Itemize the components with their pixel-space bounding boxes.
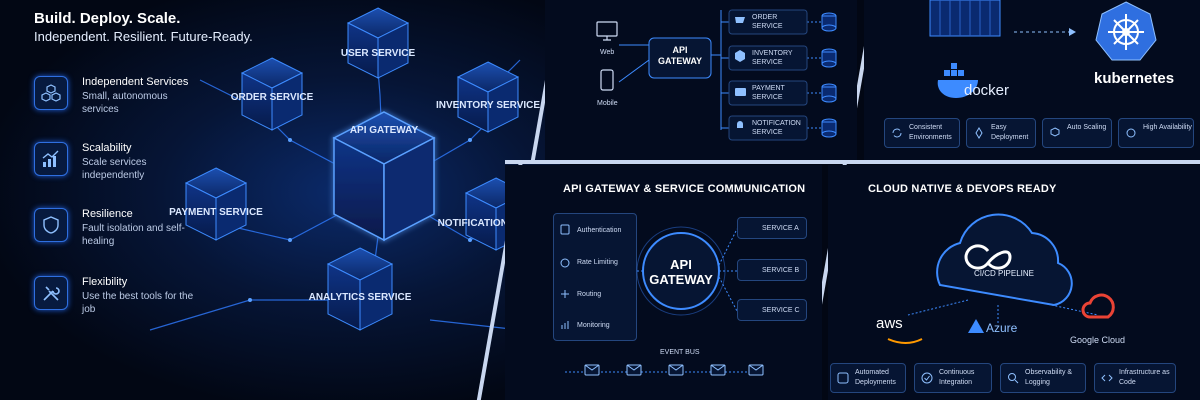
notification-cube-label: NOTIFICATION SERVICE: [438, 218, 555, 229]
service-label: INVENTORY SERVICE: [752, 50, 793, 66]
lock-icon: [560, 224, 570, 235]
feature-card: Continuous Integration: [914, 363, 992, 393]
feature-title: Scalability: [82, 142, 132, 154]
service-label: NOTIFICATION SERVICE: [752, 120, 801, 136]
payment-cube: [184, 167, 248, 241]
service-label: PAYMENT SERVICE: [752, 85, 785, 101]
card-icon: [735, 88, 746, 96]
rocket-icon: [975, 127, 983, 139]
feature-desc: Small, autonomous services: [82, 91, 168, 115]
function-label: Routing: [577, 291, 602, 298]
container-diagram: [929, 0, 1157, 98]
comm-diagram: [560, 224, 765, 376]
phone-icon: [600, 69, 614, 91]
cloud-native-panel: CLOUD NATIVE & DEVOPS READY CI/CD PIPELI…: [828, 165, 1200, 400]
shield-icon: [34, 208, 68, 242]
aws-label: aws: [876, 315, 903, 332]
client-mobile-label: Mobile: [597, 100, 618, 107]
aws-smile-icon: [887, 338, 923, 344]
client-web-label: Web: [600, 49, 615, 56]
order-cube: [240, 57, 304, 131]
cubes-icon: [1050, 127, 1060, 137]
deploy-icon: [837, 372, 849, 384]
network-icon: [1126, 128, 1136, 138]
feature-card: Observability & Logging: [1000, 363, 1086, 393]
user-cube: [346, 7, 410, 79]
microservices-hero-panel: Build. Deploy. Scale. Independent. Resil…: [0, 0, 560, 400]
cloud-diagram: [887, 213, 1115, 344]
feature-card: Easy Deployment: [966, 118, 1036, 148]
code-icon: [1101, 374, 1113, 382]
api-comm-panel: API GATEWAY & SERVICE COMMUNICATION Auth…: [505, 165, 822, 400]
cubes-icon: [34, 76, 68, 110]
gateway-box: [648, 37, 712, 79]
cloud-icon: [936, 213, 1073, 307]
magnifier-icon: [1008, 373, 1019, 384]
azure-label: Azure: [986, 321, 1018, 335]
infinity-icon: [964, 244, 1012, 270]
function-label: Authentication: [577, 227, 622, 234]
panel-title: CLOUD NATIVE & DEVOPS READY: [868, 183, 1057, 195]
docker-label: docker: [964, 82, 1010, 99]
google-cloud-icon: [1081, 293, 1115, 319]
kubernetes-label: kubernetes: [1094, 70, 1175, 87]
inventory-cube-label: INVENTORY SERVICE: [436, 100, 540, 111]
feature-desc: Fault isolation and self-healing: [82, 223, 185, 247]
message-icons: [584, 364, 764, 376]
function-label: Monitoring: [577, 322, 610, 329]
microservices-cube-diagram: API GATEWAY ORDER SERVICE USER SERVICE I…: [149, 7, 560, 341]
feature-desc: Use the best tools for the job: [82, 291, 194, 315]
gateway-circle-label: API GATEWAY: [649, 257, 713, 287]
order-cube-label: ORDER SERVICE: [231, 92, 314, 103]
service-box: SERVICE C: [737, 299, 807, 321]
feature-desc: Scale services independently: [82, 157, 147, 181]
hero-title: Build. Deploy. Scale.: [34, 10, 181, 27]
azure-icon: [968, 319, 984, 333]
growth-chart-icon: [34, 142, 68, 176]
feature-card: Auto Scaling: [1042, 118, 1112, 148]
service-box: SERVICE B: [737, 259, 807, 281]
inventory-cube: [456, 61, 520, 133]
api-gateway-cube-label: API GATEWAY: [350, 125, 419, 136]
google-cloud-label: Google Cloud: [1070, 335, 1126, 345]
container-stack: [929, 0, 1001, 37]
monitor-icon: [596, 21, 618, 41]
analytics-cube: [326, 247, 394, 331]
refresh-icon: [892, 128, 902, 138]
api-gateway-cube: [332, 111, 436, 242]
payment-cube-label: PAYMENT SERVICE: [169, 207, 263, 218]
tools-icon: [34, 276, 68, 310]
gateway-label: API GATEWAY: [657, 45, 702, 66]
analytics-cube-label: ANALYTICS SERVICE: [309, 292, 412, 303]
container-panel: docker kubernetes Consistent Environment…: [864, 0, 1200, 160]
panel-title: API GATEWAY & SERVICE COMMUNICATION: [563, 183, 806, 195]
check-icon: [921, 372, 933, 384]
panel-divider: [505, 160, 1200, 164]
feature-title: Independent Services: [82, 76, 189, 88]
service-label: ORDER SERVICE: [752, 14, 783, 30]
gateway-routing-panel: Web Mobile API GATEWAY ORDER SERVICE INV…: [545, 0, 857, 160]
feature-title: Resilience: [82, 208, 133, 220]
feature-card: Consistent Environments: [884, 118, 960, 148]
bell-icon: [737, 121, 743, 128]
event-bus-label: EVENT BUS: [660, 349, 700, 356]
cart-icon: [735, 17, 745, 23]
feature-card: Automated Deployments: [830, 363, 906, 393]
function-label: Rate Limiting: [577, 259, 618, 266]
feature-card: High Availability: [1118, 118, 1194, 148]
docker-whale-icon: [937, 63, 978, 98]
pipeline-label: CI/CD PIPELINE: [973, 269, 1034, 278]
gateway-routing-diagram: [596, 9, 837, 141]
box-icon: [735, 50, 745, 62]
database-icons: [821, 12, 837, 138]
feature-card: Infrastructure as Code: [1094, 363, 1176, 393]
feature-title: Flexibility: [82, 276, 128, 288]
hero-subtitle: Independent. Resilient. Future-Ready.: [34, 29, 253, 44]
bar-chart-icon: [561, 321, 569, 329]
gauge-icon: [560, 258, 570, 268]
routing-icon: [561, 290, 569, 298]
service-box: SERVICE A: [737, 217, 807, 239]
user-cube-label: USER SERVICE: [341, 48, 416, 59]
